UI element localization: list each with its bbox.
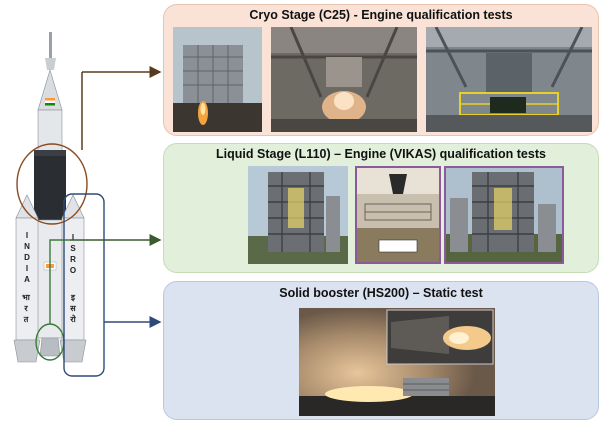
panel-solid: Solid booster (HS200) – Static test bbox=[163, 281, 599, 420]
liquid-photo-1 bbox=[248, 166, 348, 264]
rocket-illustration bbox=[13, 32, 105, 377]
panel-liquid-title: Liquid Stage (L110) – Engine (VIKAS) qua… bbox=[216, 147, 546, 161]
panel-liquid: Liquid Stage (L110) – Engine (VIKAS) qua… bbox=[163, 143, 599, 273]
panel-solid-title: Solid booster (HS200) – Static test bbox=[279, 286, 483, 300]
solid-photo bbox=[299, 308, 495, 416]
panel-cryo: Cryo Stage (C25) - Engine qualification … bbox=[163, 4, 599, 136]
panel-cryo-title: Cryo Stage (C25) - Engine qualification … bbox=[249, 8, 513, 22]
cryo-photo-1 bbox=[173, 27, 262, 132]
liquid-photo-2 bbox=[355, 166, 441, 264]
cryo-photo-3 bbox=[426, 27, 592, 132]
liquid-photo-3 bbox=[444, 166, 564, 264]
cryo-photo-2 bbox=[271, 27, 417, 132]
